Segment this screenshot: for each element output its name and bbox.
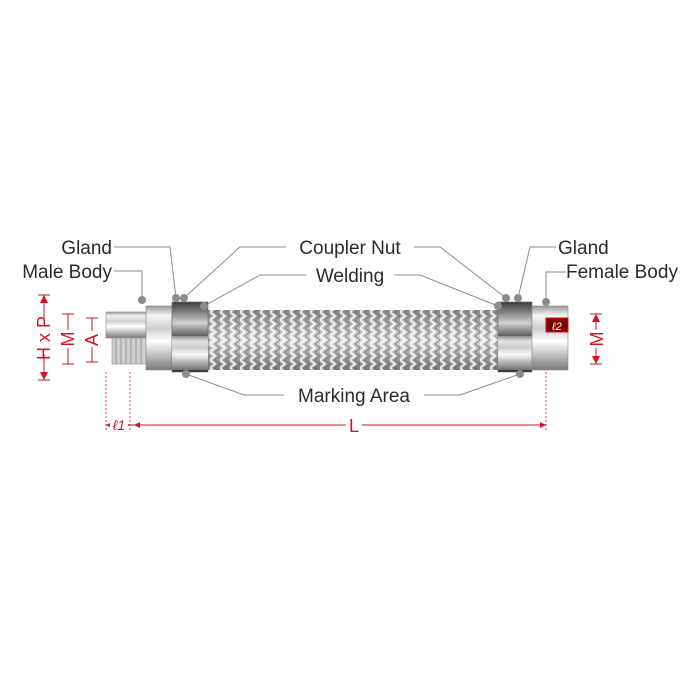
hose-assembly bbox=[105, 301, 569, 373]
male-body-hex bbox=[105, 311, 147, 339]
dim-m-left: M bbox=[58, 332, 78, 347]
dim-l1: ℓ1 bbox=[112, 417, 125, 433]
label-welding: Welding bbox=[316, 266, 384, 287]
dim-m-right: M bbox=[587, 332, 607, 347]
label-gland-right: Gland bbox=[558, 238, 609, 259]
label-marking-area: Marking Area bbox=[298, 386, 410, 407]
dim-hxp: H x P bbox=[34, 316, 54, 360]
dim-a: A bbox=[82, 334, 102, 346]
male-fitting bbox=[105, 301, 209, 373]
dim-l2: ℓ2 bbox=[551, 321, 562, 333]
gland-left-part bbox=[145, 305, 173, 371]
callouts bbox=[114, 246, 566, 396]
braided-hose bbox=[208, 310, 498, 370]
label-male-body: Male Body bbox=[22, 262, 112, 283]
female-thread-inset bbox=[545, 317, 569, 333]
dim-l: L bbox=[349, 416, 359, 436]
male-thread bbox=[111, 337, 147, 365]
female-fitting bbox=[497, 301, 569, 373]
label-coupler-nut: Coupler Nut bbox=[299, 238, 401, 259]
label-female-body: Female Body bbox=[566, 262, 678, 283]
label-gland-left: Gland bbox=[61, 238, 112, 259]
female-body-part bbox=[531, 305, 569, 371]
